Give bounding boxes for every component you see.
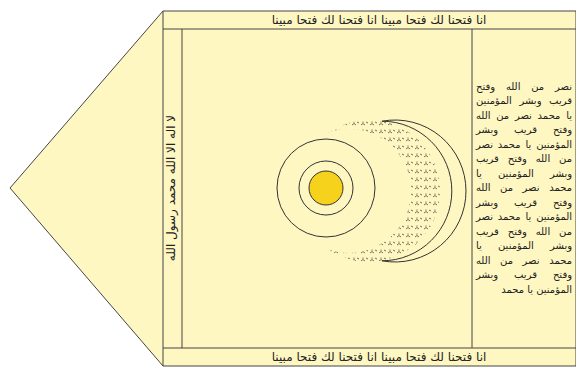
inner-ring [299,161,353,215]
panel-inscription-box: نصر من الله وفتح قريب وبشر المؤمنين يا م… [476,33,572,344]
band-line [163,348,576,349]
flag-outline [10,11,576,366]
bottom-inscription-box: انا فتحنا لك فتحا مبينا انا فتحنا لك فتح… [185,349,573,365]
side-inscription: لا اله الا الله محمد رسول الله [165,115,177,261]
crescent [290,115,466,270]
band-line [182,29,183,348]
outer-ring [277,139,375,237]
top-inscription-box: انا فتحنا لك فتحا مبينا انا فتحنا لك فتح… [185,12,573,28]
side-inscription-box: لا اله الا الله محمد رسول الله [161,40,181,336]
top-inscription: انا فتحنا لك فتحا مبينا انا فتحنا لك فتح… [272,14,487,26]
panel-inscription: نصر من الله وفتح قريب وبشر المؤمنين يا م… [476,80,572,298]
bottom-inscription: انا فتحنا لك فتحا مبينا انا فتحنا لك فتح… [272,351,487,363]
band-line [163,29,576,30]
band-line [163,11,164,366]
sun-disc [309,171,343,205]
panel-divider [472,29,473,348]
